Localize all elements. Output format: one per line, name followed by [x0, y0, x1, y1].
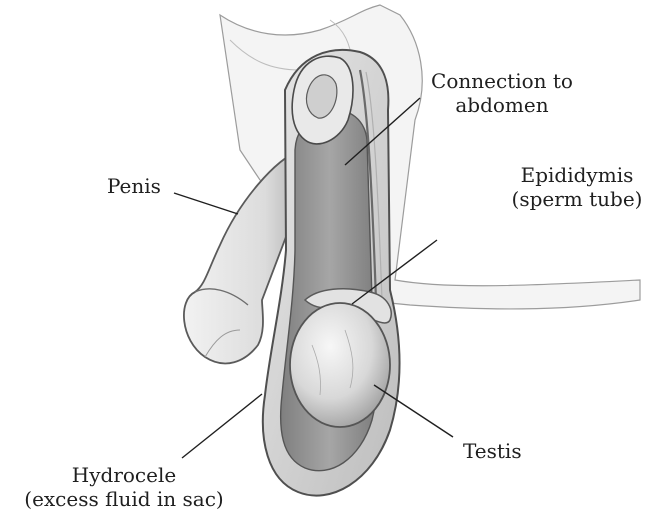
label-hydrocele-line1: Hydrocele [0, 463, 248, 487]
label-connection: Connection to abdomen [402, 69, 602, 117]
label-connection-line1: Connection to [402, 69, 602, 93]
label-penis-text: Penis [107, 174, 161, 198]
label-penis: Penis [107, 174, 161, 198]
label-hydrocele-line2: (excess fluid in sac) [0, 487, 248, 511]
label-testis: Testis [463, 439, 522, 463]
testis-shape [290, 303, 390, 427]
label-epididymis-line1: Epididymis [492, 163, 658, 187]
leader-line-penis [174, 193, 238, 214]
label-connection-line2: abdomen [402, 93, 602, 117]
leader-line-hydrocele [182, 394, 262, 458]
label-hydrocele: Hydrocele (excess fluid in sac) [0, 463, 248, 511]
label-epididymis-line2: (sperm tube) [492, 187, 658, 211]
label-epididymis: Epididymis (sperm tube) [492, 163, 658, 211]
label-testis-text: Testis [463, 439, 522, 463]
surrounding-skin [220, 5, 640, 309]
